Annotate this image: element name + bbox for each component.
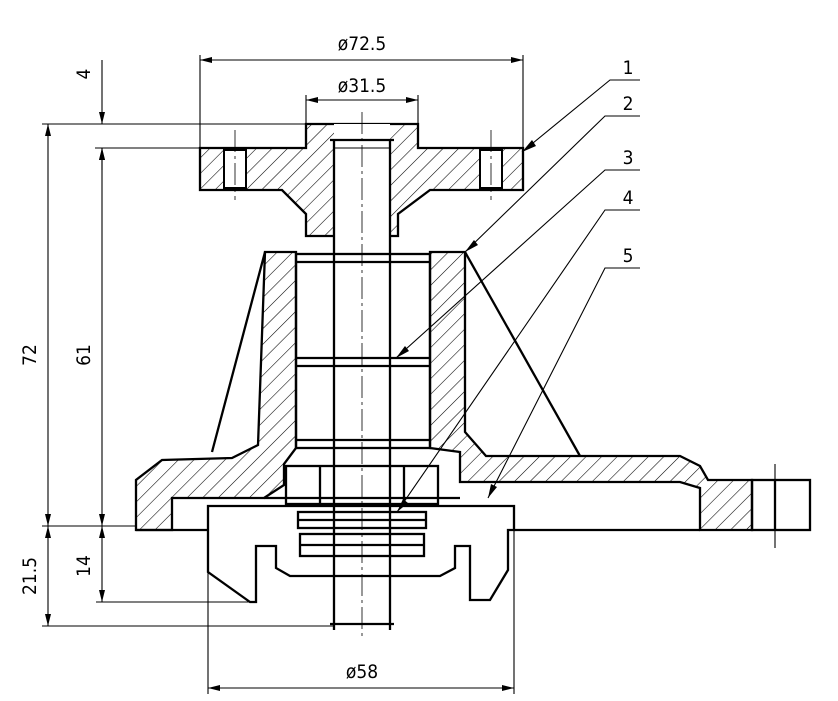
bearing [294, 252, 432, 450]
callout-4: 4 [623, 187, 634, 209]
dimension-impeller-height: 14 [73, 555, 95, 577]
dimension-lines [42, 55, 524, 694]
dimension-body-height: 61 [73, 344, 95, 366]
dimension-overall-height: 72 [19, 344, 41, 366]
pump-housing [134, 250, 812, 548]
dimension-lower-height: 21.5 [19, 557, 41, 595]
dimension-top-outer-diameter: ø72.5 [338, 33, 387, 55]
dimension-impeller-diameter: ø58 [346, 661, 378, 683]
dimension-top-hub-diameter: ø31.5 [338, 75, 387, 97]
callout-leaders [395, 79, 640, 513]
callout-1: 1 [623, 57, 634, 79]
callout-2: 2 [623, 93, 634, 115]
callout-3: 3 [623, 147, 634, 169]
callout-5: 5 [623, 245, 634, 267]
pulley-flange [198, 122, 525, 250]
dimension-flange-thickness: 4 [73, 69, 95, 80]
